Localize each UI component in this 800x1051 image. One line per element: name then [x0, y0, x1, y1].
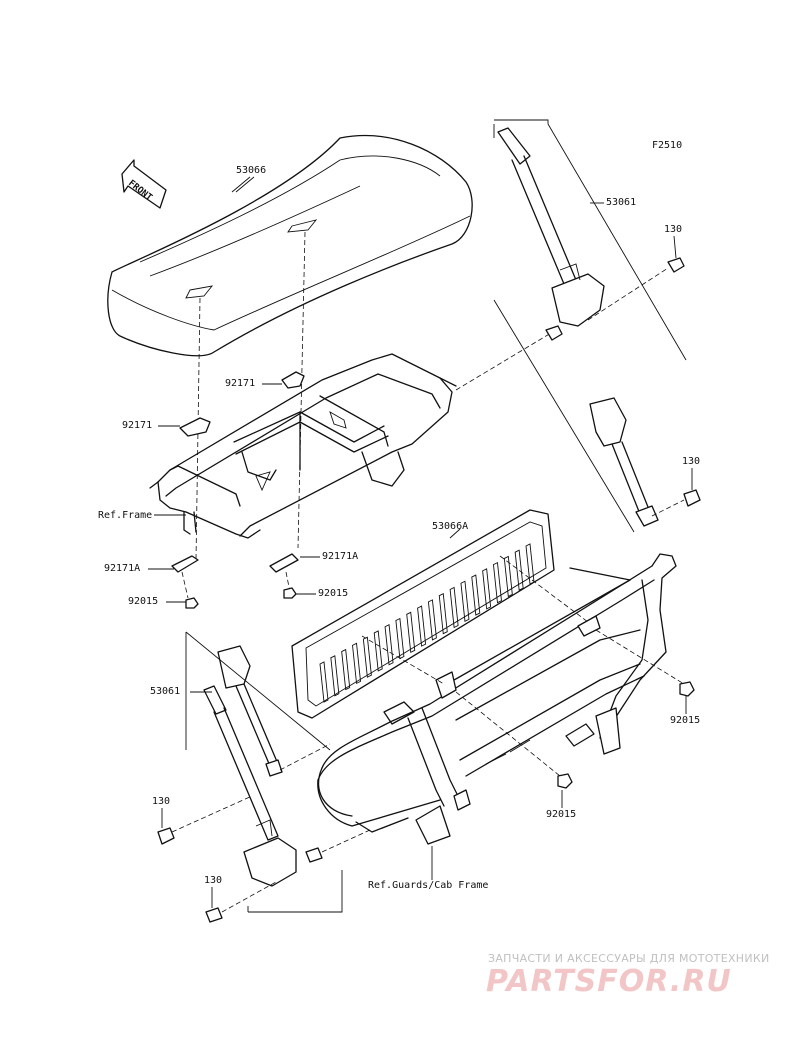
label-seat-belt-right: 53061 — [606, 197, 637, 208]
label-bolt-top-right: 130 — [664, 224, 683, 235]
cab-frame — [317, 553, 685, 845]
bracket-92171-left — [179, 417, 211, 437]
seatback-vent-slot — [352, 642, 362, 685]
bracket-92171a-right — [269, 553, 299, 593]
seatback-vent-slot — [319, 661, 329, 703]
leader-lines — [148, 176, 693, 908]
seatback-vent-slot — [438, 592, 448, 635]
seatback-vent-slot — [514, 549, 524, 591]
seat-frame — [149, 329, 557, 539]
watermark-logo: PARTSFOR.RU — [486, 964, 732, 999]
figure-code: F2510 — [652, 140, 683, 151]
seatback-vent-slot — [503, 555, 513, 598]
seatback-vent-slot — [384, 624, 394, 666]
label-nut-right: 92015 — [670, 715, 701, 726]
nut-icon — [185, 587, 297, 609]
seat-belt-right — [497, 127, 685, 341]
watermark-tagline: ЗАПЧАСТИ И АКСЕССУАРЫ ДЛЯ МОТОТЕХНИКИ — [488, 952, 770, 965]
label-seat: 53066 — [236, 165, 267, 176]
label-seatback: 53066A — [432, 521, 469, 532]
label-nut-center: 92015 — [318, 588, 349, 599]
seatback-vent-slot — [471, 574, 481, 616]
seatback-vent-slot — [330, 655, 340, 697]
seatback-vent-slot — [427, 599, 437, 641]
label-bolt-left-lower: 130 — [204, 875, 223, 886]
label-ref-frame: Ref.Frame — [98, 510, 153, 521]
label-ref-guards: Ref.Guards/Cab Frame — [368, 880, 489, 891]
front-arrow-icon: FRONT — [121, 159, 167, 209]
seatback-vent-slot — [406, 611, 416, 654]
bracket-92171-top — [281, 371, 305, 389]
label-seat-belt-left: 53061 — [150, 686, 181, 697]
nut-icon — [557, 681, 695, 789]
label-bracket-a-left: 92171A — [104, 563, 141, 574]
bracket-92171a-left — [171, 555, 199, 599]
seatback-vent-slot — [395, 617, 405, 660]
label-bracket-left: 92171 — [122, 420, 153, 431]
seatback-vent-slot — [460, 580, 470, 622]
seatback-vent-slot — [449, 586, 459, 629]
label-nut-bottom: 92015 — [546, 809, 577, 820]
label-bolt-mid-right: 130 — [682, 456, 701, 467]
label-bracket-top: 92171 — [225, 378, 256, 389]
buckle-right — [589, 397, 701, 527]
seatback-vent-slot — [341, 648, 351, 691]
seat-belt-left — [157, 645, 371, 923]
seatback-vent-slot — [373, 630, 383, 672]
seatback-vent-slot — [362, 636, 372, 678]
label-bolt-left-upper: 130 — [152, 796, 171, 807]
seatback-vent-slot — [492, 561, 502, 604]
seatback-vent-slot — [482, 568, 492, 610]
label-bracket-a-right: 92171A — [322, 551, 359, 562]
seatback — [291, 509, 555, 719]
seatback-vent-slot — [417, 605, 427, 647]
label-nut-left: 92015 — [128, 596, 159, 607]
